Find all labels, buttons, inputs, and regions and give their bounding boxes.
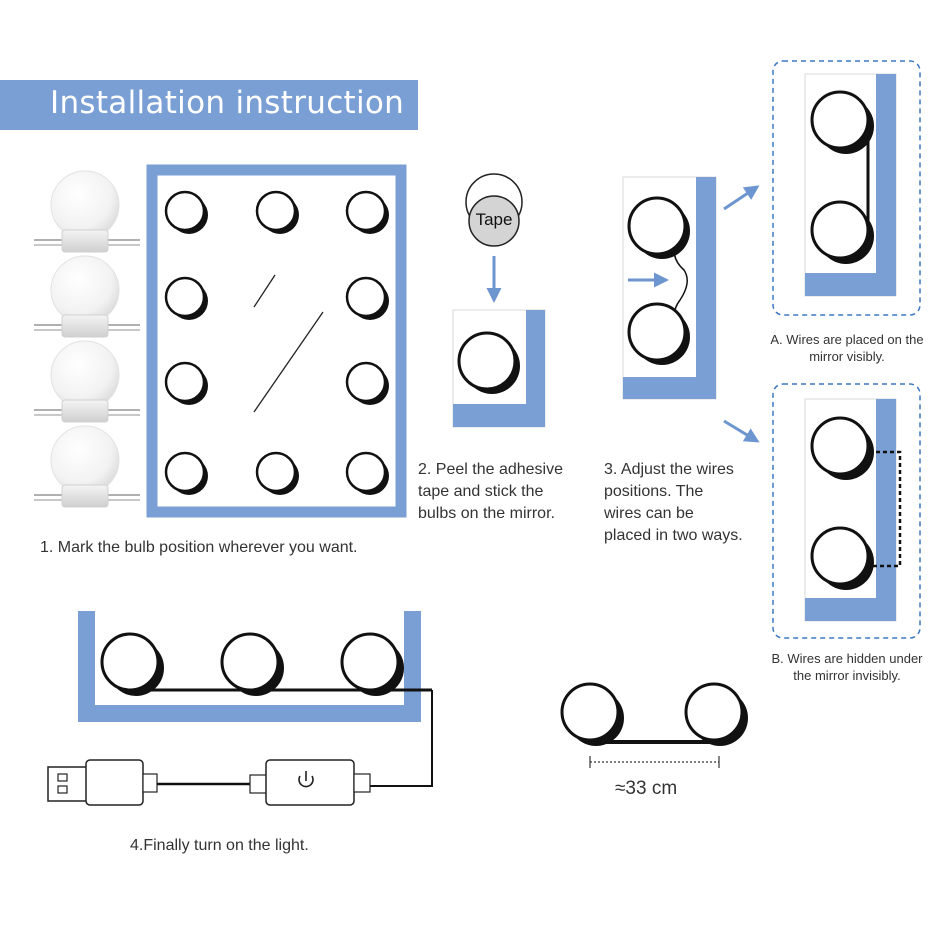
tape-roll-icon (465, 173, 523, 247)
bulb-icon (34, 170, 140, 253)
bulb-position-marker (255, 451, 299, 495)
bulb-position-marker (255, 190, 299, 234)
title-banner (0, 80, 418, 130)
option-b-line: B. Wires are hidden under (771, 651, 923, 666)
step2-line: bulbs on the mirror. (418, 505, 555, 522)
bulb-position-marker (345, 451, 389, 495)
bulb-icon (34, 255, 140, 338)
bulb-position-marker (345, 276, 389, 320)
option-b-line: the mirror invisibly. (793, 668, 901, 683)
bulb-position-marker (345, 190, 389, 234)
bulb-position-marker (164, 190, 208, 234)
mirror-corner-step3 (622, 176, 717, 400)
option-b-panel (772, 383, 921, 639)
usb-plug-icon (47, 759, 250, 806)
arrow-right-icon (723, 185, 760, 211)
step3-line: placed in two ways. (604, 527, 743, 544)
product-bulbs (34, 170, 140, 508)
bulb-spacing-illustration (560, 682, 748, 768)
option-a-panel (772, 60, 921, 316)
mirror-corner-step2 (452, 309, 546, 428)
step3-caption: 3. Adjust the wires positions. The wires… (604, 459, 743, 547)
bulb-icon (34, 425, 140, 508)
power-switch-icon (249, 759, 371, 806)
bulb-position-marker (164, 276, 208, 320)
mirror-bottom-step4 (78, 611, 433, 787)
step2-line: 2. Peel the adhesive (418, 461, 563, 478)
bulb-position-marker (345, 361, 389, 405)
step2-line: tape and stick the (418, 483, 544, 500)
step4-caption: 4.Finally turn on the light. (130, 837, 309, 854)
distance-label: ≈33 cm (615, 778, 678, 799)
step1-caption: 1. Mark the bulb position wherever you w… (40, 539, 358, 556)
page-title: Installation instruction (50, 85, 405, 121)
option-b-caption: B. Wires are hidden under the mirror inv… (752, 650, 942, 684)
mirror-bulb-positions (164, 190, 389, 495)
option-a-line: A. Wires are placed on the (770, 332, 924, 347)
bulb-position-marker (164, 451, 208, 495)
step3-line: wires can be (604, 505, 694, 522)
option-a-caption: A. Wires are placed on the mirror visibl… (752, 331, 942, 365)
step3-line: 3. Adjust the wires (604, 461, 734, 478)
mirror-icon (146, 164, 407, 518)
bulb-position-marker (164, 361, 208, 405)
tape-label: Tape (475, 210, 513, 229)
bulb-icon (34, 340, 140, 423)
step3-line: positions. The (604, 483, 704, 500)
option-a-line: mirror visibly. (809, 349, 885, 364)
step2-caption: 2. Peel the adhesive tape and stick the … (418, 459, 563, 525)
arrow-right-icon (723, 419, 760, 443)
